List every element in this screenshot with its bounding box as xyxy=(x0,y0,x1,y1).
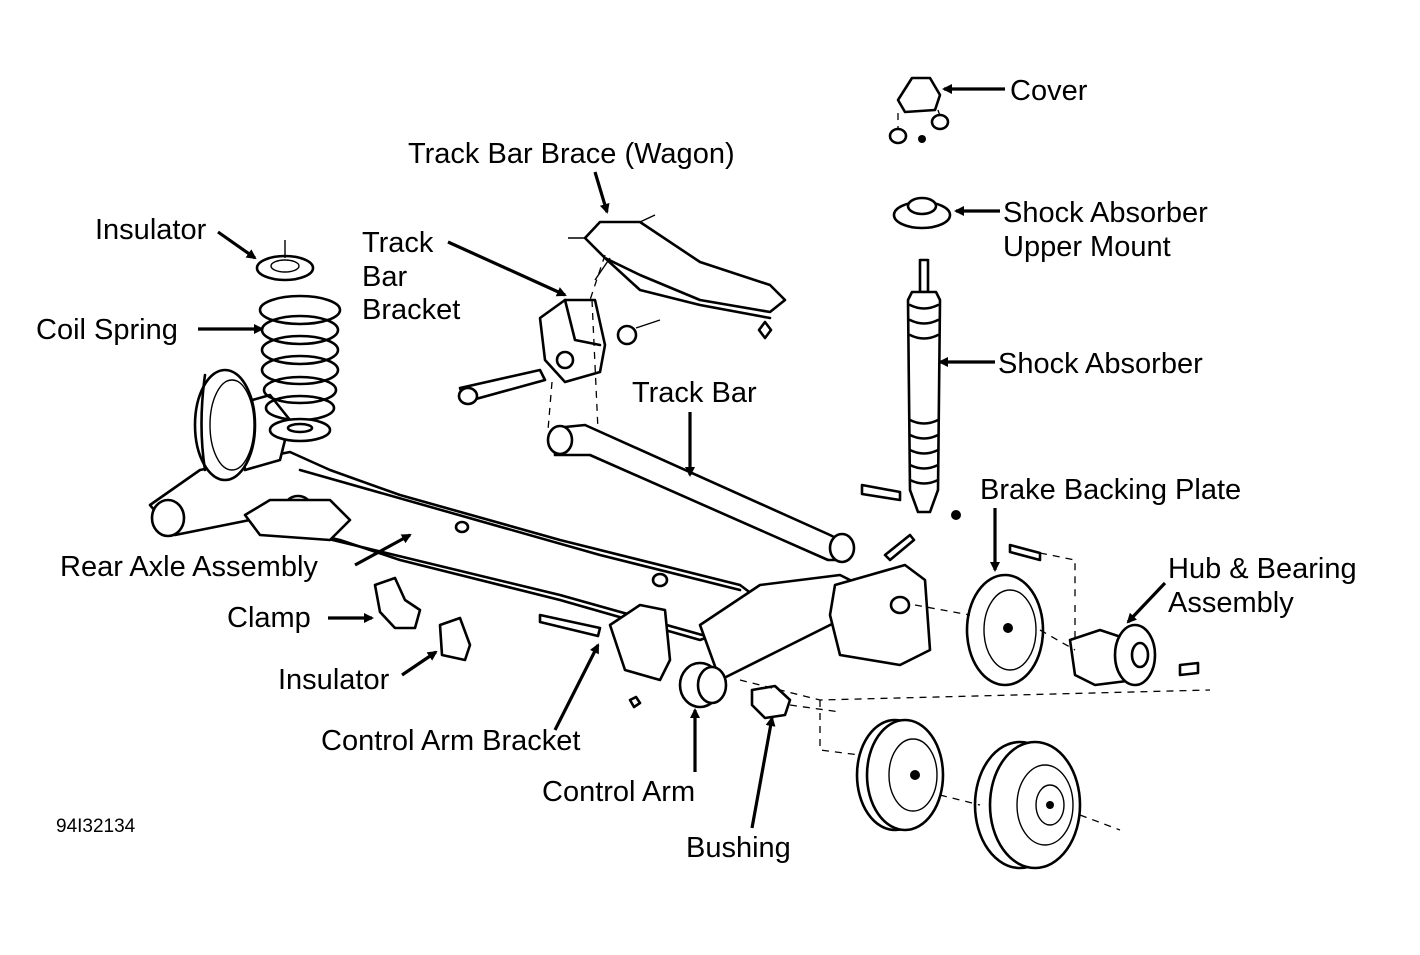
label-control-arm-bracket: Control Arm Bracket xyxy=(321,725,580,757)
arrow-track-bar-brace xyxy=(593,171,610,214)
brake-drum-part xyxy=(855,718,945,832)
label-track-bar-bracket-line2: Bar xyxy=(362,261,407,293)
hub-bearing-assembly-part xyxy=(1068,605,1200,687)
label-shock-absorber: Shock Absorber xyxy=(998,348,1203,380)
insulator-top-part xyxy=(255,240,315,282)
label-track-bar-bracket-line1: Track xyxy=(362,227,434,259)
label-track-bar-bracket-line3: Bracket xyxy=(362,294,460,326)
arrow-rear-axle xyxy=(354,533,412,567)
label-control-arm: Control Arm xyxy=(542,776,695,808)
arrow-insulator-bottom xyxy=(401,650,438,677)
rear-axle-assembly-part xyxy=(148,393,932,682)
clamp-part xyxy=(373,576,422,630)
label-cover: Cover xyxy=(1010,75,1088,107)
shock-absorber-part xyxy=(860,258,961,562)
control-arm-bracket-part xyxy=(538,603,672,709)
arrow-insulator-top xyxy=(217,230,257,260)
brake-backing-plate-part xyxy=(965,543,1045,687)
label-track-bar-brace: Track Bar Brace (Wagon) xyxy=(408,138,735,170)
track-bar-bracket-part xyxy=(457,298,661,406)
figure-code: 94I32134 xyxy=(56,816,136,837)
label-bushing: Bushing xyxy=(686,832,791,864)
label-coil-spring: Coil Spring xyxy=(36,314,178,346)
arrow-track-bar-bracket xyxy=(447,240,567,297)
arrow-control-arm-bracket xyxy=(553,643,600,731)
exploded-view-guides xyxy=(547,254,1211,831)
leader-arrows xyxy=(198,84,1167,829)
label-insulator-bottom: Insulator xyxy=(278,664,390,696)
label-brake-backing-plate: Brake Backing Plate xyxy=(980,474,1241,506)
arrow-hub-bearing xyxy=(1126,581,1167,624)
part-labels: Cover Track Bar Brace (Wagon) Insulator … xyxy=(36,75,1357,864)
control-arm-part xyxy=(678,661,728,709)
left-brake-drum-part xyxy=(193,368,257,482)
label-rear-axle-assembly: Rear Axle Assembly xyxy=(60,551,318,583)
coil-spring-part xyxy=(258,294,342,443)
label-hub-bearing-line2: Assembly xyxy=(1168,587,1294,619)
wheel-part xyxy=(973,740,1082,870)
arrow-bushing xyxy=(750,716,776,829)
track-bar-brace-part xyxy=(568,214,787,340)
cover-part xyxy=(888,76,950,145)
bushing-part xyxy=(750,684,792,720)
track-bar-part xyxy=(546,423,856,564)
label-track-bar: Track Bar xyxy=(632,377,757,409)
label-hub-bearing-line1: Hub & Bearing xyxy=(1168,553,1357,585)
label-insulator-top: Insulator xyxy=(95,214,207,246)
label-shock-upper-mount-line2: Upper Mount xyxy=(1003,231,1171,263)
label-clamp: Clamp xyxy=(227,602,311,634)
insulator-bottom-part xyxy=(438,616,472,662)
shock-upper-mount-part xyxy=(892,196,952,230)
label-shock-upper-mount-line1: Shock Absorber xyxy=(1003,197,1208,229)
